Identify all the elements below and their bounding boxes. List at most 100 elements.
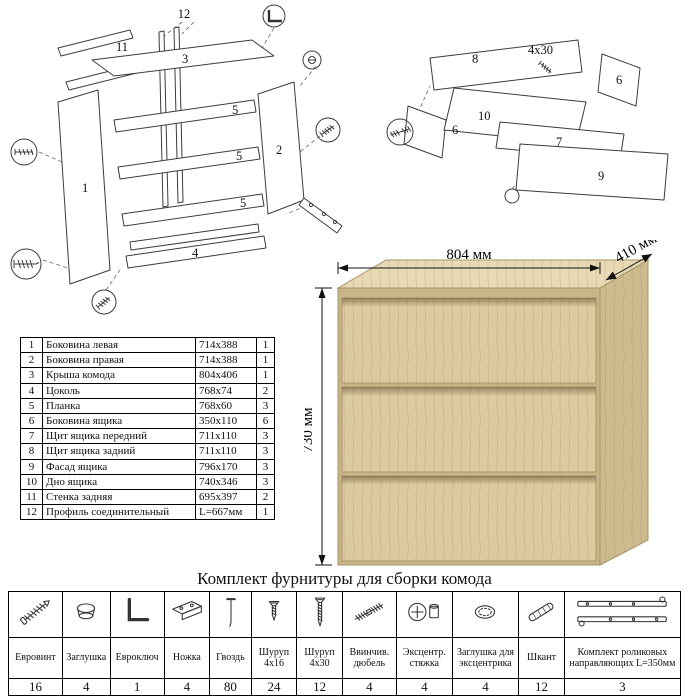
part-name: Крыша комода <box>42 367 196 384</box>
label-part-5c: 5 <box>240 196 246 210</box>
drawer-side-right <box>597 53 641 107</box>
hardware-name: Евроключ <box>109 637 165 679</box>
dim-width-label: 804 мм <box>446 247 492 263</box>
drawer-exploded-diagram: 8 4x30 6 6 10 7 9 <box>386 39 669 204</box>
part-qty: 2 <box>256 382 275 399</box>
part-qty: 1 <box>256 336 275 354</box>
label-part-6-right: 6 <box>616 73 622 87</box>
hardware-icon-row <box>8 591 682 638</box>
confirmat-callout-icon <box>10 138 38 166</box>
label-part-5b: 5 <box>236 149 242 163</box>
rails-icon <box>577 596 668 627</box>
part-qty: 3 <box>256 443 275 460</box>
leg-icon <box>172 600 202 621</box>
part-size: 711x110 <box>195 428 257 445</box>
part-size: 711x110 <box>195 443 257 460</box>
hardware-table: Евровинт Заглушка Евроключ Ножка Гвоздь … <box>8 591 682 696</box>
part-size: 714x388 <box>195 336 257 354</box>
euroscrew-callout-icon <box>10 248 42 280</box>
part-name: Боковина ящика <box>42 412 196 430</box>
part-qty: 1 <box>256 504 275 521</box>
hardware-qty: 4 <box>61 678 111 696</box>
hardware-name: Заглушка для эксцентрика <box>451 637 520 679</box>
hex-key-callout-icon <box>262 4 286 28</box>
part-qty: 3 <box>256 428 275 445</box>
hardware-name: Ввинчив. дюбель <box>341 637 397 679</box>
hardware-qty: 1 <box>109 678 165 696</box>
hardware-name: Комплект роликовых направляющих L=350мм <box>563 637 682 679</box>
hardware-qty: 4 <box>395 678 453 696</box>
chest-drawer-1 <box>341 297 597 384</box>
hardware-name: Гвоздь <box>209 637 252 679</box>
part-name: Стенка задняя <box>42 488 196 506</box>
part-num: 2 <box>20 352 43 369</box>
slats <box>113 99 265 227</box>
chest-drawer-2 <box>341 386 597 473</box>
part-size: 768x60 <box>195 397 257 414</box>
label-part-11: 11 <box>116 40 128 54</box>
part-size: 796x170 <box>195 458 257 475</box>
chest-drawer-3 <box>341 475 597 562</box>
hardware-qty: 16 <box>8 678 63 696</box>
plinth-panels <box>125 223 267 269</box>
label-part-7: 7 <box>556 135 562 149</box>
part-num: 4 <box>20 382 43 399</box>
hardware-name: Заглушка <box>61 637 111 679</box>
top-panel <box>91 39 275 77</box>
part-size: 695x397 <box>195 488 257 506</box>
part-name: Профиль соединительный <box>42 504 196 521</box>
chest-render: 804 мм 410 мм 730 мм <box>304 240 660 566</box>
part-num: 11 <box>20 488 43 506</box>
label-part-5a: 5 <box>232 103 238 117</box>
part-size: 350x110 <box>195 412 257 430</box>
hardware-name: Шкант <box>518 637 565 679</box>
part-name: Боковина правая <box>42 352 196 369</box>
part-size: 714x388 <box>195 352 257 369</box>
screw-4x30-icon <box>314 597 325 627</box>
hardware-qty: 24 <box>250 678 298 696</box>
label-screw-size: 4x30 <box>528 43 553 57</box>
part-name: Боковина левая <box>42 336 196 354</box>
part-num: 3 <box>20 367 43 384</box>
small-callout-circle <box>504 188 520 204</box>
part-num: 6 <box>20 412 43 430</box>
screw-callout-bottom-icon <box>91 289 117 315</box>
hardware-qty: 3 <box>563 678 682 696</box>
hardware-name: Евровинт <box>8 637 63 679</box>
label-part-4: 4 <box>192 246 199 260</box>
drawer-side-left <box>403 105 447 159</box>
part-size: 768x74 <box>195 382 257 399</box>
screw-4x30-glyph <box>537 60 552 74</box>
eurokey-icon <box>127 597 150 622</box>
part-num: 1 <box>20 336 43 354</box>
part-num: 8 <box>20 443 43 460</box>
part-qty: 1 <box>256 352 275 369</box>
dim-height-label: 730 мм <box>304 407 316 453</box>
drawer-facade-panel <box>515 143 669 201</box>
hardware-qty: 80 <box>209 678 252 696</box>
drawer-back-panel <box>429 39 583 91</box>
dowel-icon <box>529 602 554 622</box>
hardware-kit-title: Комплект фурнитуры для сборки комода <box>197 569 492 588</box>
part-qty: 2 <box>256 488 275 506</box>
part-num: 10 <box>20 473 43 490</box>
label-part-2: 2 <box>276 143 282 157</box>
hardware-name: Ножка <box>163 637 211 679</box>
label-part-6-left: 6 <box>452 123 458 137</box>
cabinet-exploded-diagram: 12 11 3 1 2 5 5 5 4 <box>10 4 343 315</box>
chest-side-grain <box>600 260 648 565</box>
part-qty: 3 <box>256 473 275 490</box>
hardware-qty: 4 <box>341 678 397 696</box>
nail-icon <box>226 598 236 627</box>
hardware-qty: 4 <box>163 678 211 696</box>
part-name: Цоколь <box>42 382 196 399</box>
